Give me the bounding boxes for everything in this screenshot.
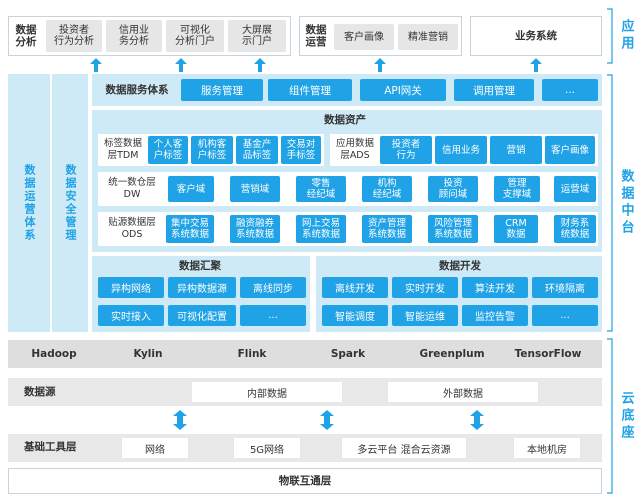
app-item-credit-analysis[interactable]: 信用业 务分析: [106, 20, 162, 52]
api-gateway-button[interactable]: API网关: [360, 79, 446, 101]
service-management-button[interactable]: 服务管理: [181, 79, 263, 101]
internal-data-box[interactable]: 内部数据: [192, 382, 342, 402]
aggregation-more-button[interactable]: ...: [240, 305, 306, 326]
base-side-label: 云底座: [618, 390, 634, 442]
base-bracket: [607, 338, 613, 494]
app-item-precision-marketing[interactable]: 精准营销: [398, 24, 458, 50]
ads-customer-portrait[interactable]: 客户画像: [545, 136, 595, 164]
multicloud-box[interactable]: 多云平台 混合云资源: [342, 438, 466, 458]
tag-fund-product[interactable]: 基金产 品标签: [236, 136, 278, 164]
dw-customer-domain[interactable]: 客户域: [168, 176, 214, 202]
tech-hadoop: Hadoop: [31, 348, 77, 360]
local-datacenter-box[interactable]: 本地机房: [514, 438, 580, 458]
smart-scheduling-button[interactable]: 智能调度: [322, 305, 388, 326]
service-more-button[interactable]: ...: [542, 79, 598, 101]
dw-institution-brokerage-domain[interactable]: 机构 经纪域: [362, 176, 412, 202]
application-side-label: 应用: [618, 19, 634, 53]
iot-layer: 物联互通层: [8, 468, 602, 494]
tag-counterparty[interactable]: 交易对 手标签: [281, 136, 321, 164]
up-arrow-icon: [374, 58, 386, 72]
development-more-button[interactable]: ...: [532, 305, 598, 326]
heterogeneous-network-button[interactable]: 异构网络: [98, 277, 164, 298]
tag-institution-customer[interactable]: 机构客 户标签: [191, 136, 233, 164]
middle-bracket: [607, 74, 613, 332]
5g-network-box[interactable]: 5G网络: [234, 438, 300, 458]
up-arrow-icon: [530, 58, 542, 72]
ads-investor-behavior[interactable]: 投资者 行为: [380, 136, 432, 164]
up-arrow-icon: [254, 58, 266, 72]
dw-advisory-domain[interactable]: 投资 顾问域: [428, 176, 478, 202]
realtime-dev-button[interactable]: 实时开发: [392, 277, 458, 298]
app-item-bigscreen-portal[interactable]: 大屏展 示门户: [228, 20, 286, 52]
heterogeneous-datasource-button[interactable]: 异构数据源: [168, 277, 236, 298]
bidirectional-arrow-icon: [470, 410, 484, 430]
dw-management-support-domain[interactable]: 管理 支撑域: [494, 176, 540, 202]
monitor-alert-button[interactable]: 监控告警: [462, 305, 528, 326]
realtime-ingest-button[interactable]: 实时接入: [98, 305, 164, 326]
offline-sync-button[interactable]: 离线同步: [240, 277, 306, 298]
ods-margin-trading-data[interactable]: 融资融券 系统数据: [230, 215, 280, 243]
offline-dev-button[interactable]: 离线开发: [322, 277, 388, 298]
up-arrow-icon: [175, 58, 187, 72]
tag-personal-customer[interactable]: 个人客 户标签: [148, 136, 188, 164]
ods-label: 贴源数据层 ODS: [108, 217, 156, 240]
app-item-customer-portrait[interactable]: 客户画像: [334, 24, 394, 50]
app-item-investor-analysis[interactable]: 投资者 行为分析: [46, 20, 102, 52]
application-bracket: [607, 8, 613, 64]
operation-title: 数据 运营: [305, 24, 327, 48]
external-data-box[interactable]: 外部数据: [388, 382, 538, 402]
data-operation-system-label: 数据运营体系: [23, 164, 36, 242]
tech-kylin: Kylin: [133, 348, 163, 360]
tdm-label: 标签数据 层TDM: [103, 138, 142, 161]
data-development-title: 数据开发: [439, 260, 481, 272]
tech-tensorflow: TensorFlow: [514, 348, 582, 360]
data-security-label: 数据安全管理: [64, 164, 77, 242]
business-system[interactable]: 业务系统: [470, 16, 602, 56]
dw-operation-domain[interactable]: 运营域: [554, 176, 596, 202]
tech-spark: Spark: [330, 348, 366, 360]
visual-config-button[interactable]: 可视化配置: [168, 305, 236, 326]
smart-ops-button[interactable]: 智能运维: [392, 305, 458, 326]
datasource-title: 数据源: [24, 386, 56, 398]
analysis-title: 数据 分析: [15, 24, 37, 48]
base-tools-bar: [8, 434, 602, 462]
algorithm-dev-button[interactable]: 算法开发: [462, 277, 528, 298]
dw-label: 统一数仓层 DW: [108, 177, 156, 200]
ods-risk-management-data[interactable]: 风险管理 系统数据: [428, 215, 478, 243]
data-service-title: 数据服务体系: [105, 84, 169, 96]
ods-asset-management-data[interactable]: 资产管理 系统数据: [362, 215, 412, 243]
ads-credit-business[interactable]: 信用业务: [435, 136, 487, 164]
ads-label: 应用数据 层ADS: [335, 138, 374, 161]
tech-greenplum: Greenplum: [419, 348, 485, 360]
middle-side-label: 数据中台: [618, 169, 634, 237]
component-management-button[interactable]: 组件管理: [268, 79, 352, 101]
ods-crm-data[interactable]: CRM 数据: [494, 215, 538, 243]
data-security-column: [52, 74, 88, 332]
call-management-button[interactable]: 调用管理: [454, 79, 534, 101]
ods-finance-data[interactable]: 财务系 统数据: [554, 215, 596, 243]
ods-central-trading-data[interactable]: 集中交易 系统数据: [166, 215, 214, 243]
tech-flink: Flink: [237, 348, 267, 360]
tech-stack-bar: [8, 340, 602, 368]
up-arrow-icon: [90, 58, 102, 72]
network-box[interactable]: 网络: [122, 438, 188, 458]
data-aggregation-title: 数据汇聚: [179, 260, 221, 272]
data-assets-title: 数据资产: [324, 114, 366, 126]
ads-marketing[interactable]: 营销: [490, 136, 542, 164]
app-item-visual-portal[interactable]: 可视化 分析门户: [166, 20, 224, 52]
dw-marketing-domain[interactable]: 营销域: [230, 176, 280, 202]
bidirectional-arrow-icon: [173, 410, 187, 430]
bidirectional-arrow-icon: [320, 410, 334, 430]
ods-online-trading-data[interactable]: 网上交易 系统数据: [296, 215, 346, 243]
data-operation-system-column: [8, 74, 50, 332]
dw-retail-brokerage-domain[interactable]: 零售 经纪域: [296, 176, 346, 202]
env-isolation-button[interactable]: 环境隔离: [532, 277, 598, 298]
base-tools-title: 基础工具层: [24, 441, 77, 453]
